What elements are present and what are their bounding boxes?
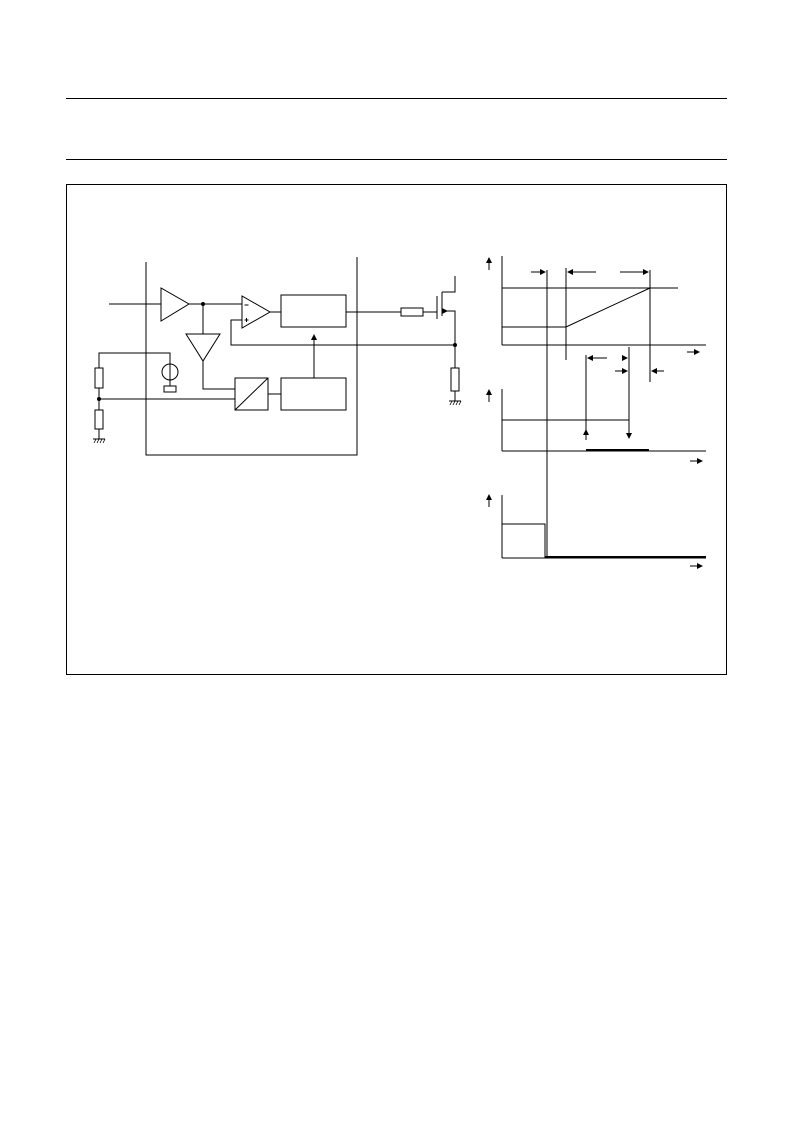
mosfet-source: [442, 310, 456, 368]
circuit-diagram: [93, 257, 462, 456]
converter-diagonal: [234, 377, 269, 411]
logic-block: [280, 294, 347, 328]
sense-resistor: [450, 367, 460, 392]
ground-hatch-right: [449, 400, 462, 406]
reference-element: [163, 385, 177, 393]
comparator: [241, 295, 272, 329]
ground-hatch-left: [93, 438, 106, 444]
buffer-amplifier: [185, 333, 221, 362]
timing3-pulse-trace: [502, 523, 546, 558]
header-rule-bottom: [66, 159, 727, 160]
feedback-line: [230, 319, 455, 346]
timer-block: [280, 377, 347, 411]
ic-outline: [145, 257, 358, 456]
divider-resistor-top: [94, 367, 104, 389]
timing1-ramp-trace: [502, 287, 651, 328]
header-rule-top: [66, 98, 727, 99]
input-amplifier: [160, 287, 190, 322]
sense-node: [453, 343, 457, 347]
mosfet-drain: [442, 276, 456, 293]
divider-top-line: [98, 352, 171, 368]
timing-diagrams: [486, 256, 706, 569]
figure-frame: [66, 184, 727, 675]
gate-resistor: [400, 307, 424, 317]
divider-resistor-bottom: [94, 409, 104, 430]
buffer-output-line: [202, 361, 235, 390]
